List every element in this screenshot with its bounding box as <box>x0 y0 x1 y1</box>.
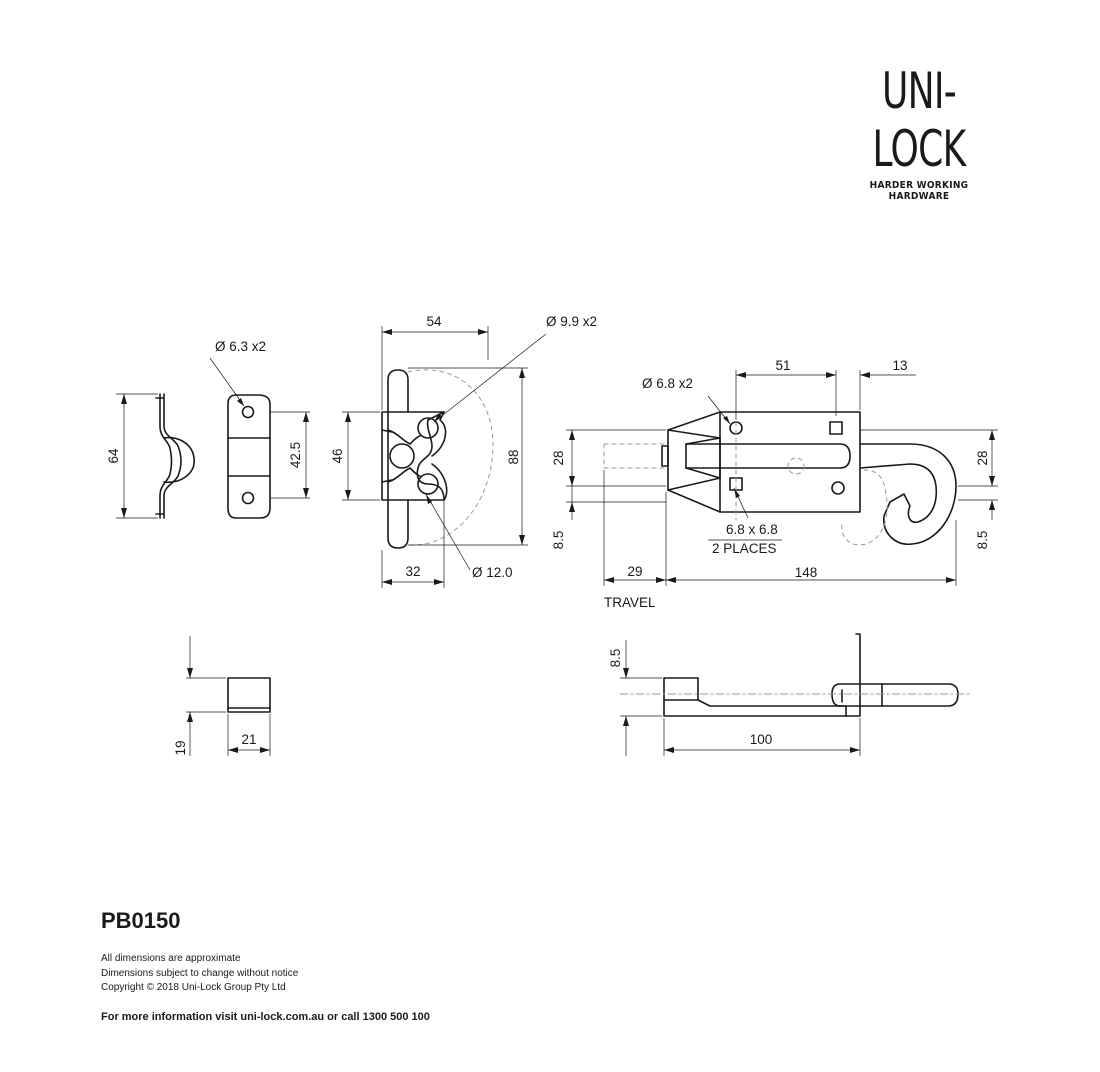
dimension-arrows <box>121 329 995 753</box>
dim-keeper-pin: Ø 12.0 <box>472 565 513 580</box>
dim-bolt-height-left: 28 <box>551 450 566 465</box>
note-line: Dimensions subject to change without not… <box>101 967 299 979</box>
dim-side-length: 100 <box>750 732 773 747</box>
dim-travel-value: 29 <box>627 564 642 579</box>
note-line: Copyright © 2018 Uni-Lock Group Pty Ltd <box>101 982 286 993</box>
keeper-plate-view <box>381 369 448 549</box>
dim-bolt-length: 148 <box>795 565 818 580</box>
block-view <box>227 677 271 713</box>
dim-strap-hole: Ø 6.3 x2 <box>215 339 266 354</box>
dim-keeper-width: 54 <box>426 314 442 329</box>
brand-tagline: HARDER WORKING HARDWARE <box>869 180 969 202</box>
brand-logo: UNI-LOCK HARDER WORKING HARDWARE <box>834 62 1004 202</box>
dim-bolt-edge-left: 8.5 <box>551 531 566 550</box>
dim-bolt-height-right: 28 <box>975 450 990 465</box>
dim-bolt-hole-spacing: 51 <box>775 358 790 373</box>
dim-bolt-offset: 13 <box>892 358 907 373</box>
dim-keeper-base: 32 <box>405 564 420 579</box>
dim-strap-height: 64 <box>106 448 121 464</box>
dim-square-hole: 6.8 x 6.8 <box>726 522 778 537</box>
bolt-side-view <box>663 633 959 717</box>
dim-bolt-hole: Ø 6.8 x2 <box>642 376 693 391</box>
dim-keeper-hole: Ø 9.9 x2 <box>546 314 597 329</box>
dim-square-hole-places: 2 PLACES <box>712 541 777 556</box>
dim-bolt-edge-right: 8.5 <box>975 531 990 550</box>
dim-travel-label: TRAVEL <box>604 595 656 610</box>
bolt-body-view <box>661 411 957 545</box>
strap-side-view <box>155 393 195 519</box>
product-code: PB0150 <box>101 908 181 933</box>
dim-block-width: 21 <box>241 732 256 747</box>
dim-block-height: 19 <box>173 740 188 755</box>
dim-strap-hole-spacing: 42.5 <box>288 442 303 468</box>
dim-keeper-overall: 88 <box>506 449 521 464</box>
dim-keeper-height: 46 <box>330 448 345 463</box>
contact-info: For more information visit uni-lock.com.… <box>101 1011 430 1023</box>
dim-side-offset: 8.5 <box>608 649 623 668</box>
dimension-labels: 64 Ø 6.3 x2 42.5 54 Ø 9.9 x2 46 88 32 Ø … <box>106 314 990 756</box>
strap-front-view <box>227 394 271 519</box>
disclaimer-notes: All dimensions are approximate Dimension… <box>101 952 298 996</box>
note-line: All dimensions are approximate <box>101 953 241 964</box>
brand-name: UNI-LOCK <box>872 62 967 178</box>
